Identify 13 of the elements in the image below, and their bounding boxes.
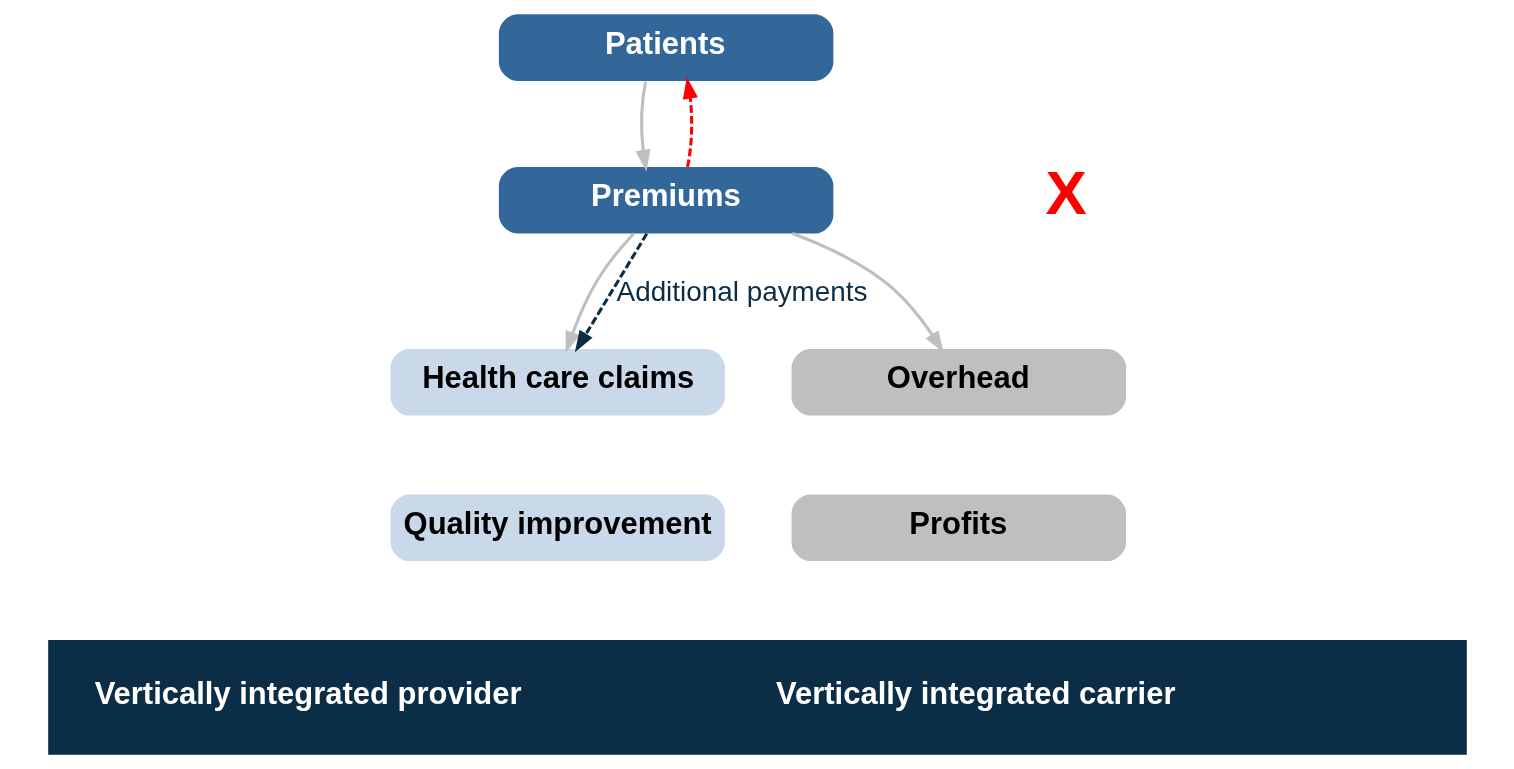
arrow xyxy=(574,232,648,353)
node-box: Patients xyxy=(498,14,833,81)
arrow xyxy=(682,77,698,168)
node-box: Vertically integrated provider Vertically integrated carrier xyxy=(47,640,1467,755)
node-box: Health care claims xyxy=(389,348,725,416)
node-box: Quality improvement xyxy=(389,494,725,562)
node-box: Profits xyxy=(791,494,1126,562)
label: X xyxy=(1045,158,1087,228)
node-box: Overhead xyxy=(791,348,1126,416)
node-box: Premiums xyxy=(498,166,833,234)
arrow xyxy=(635,81,651,172)
arrow xyxy=(565,232,635,354)
edge-label: Additional payments xyxy=(616,276,867,308)
